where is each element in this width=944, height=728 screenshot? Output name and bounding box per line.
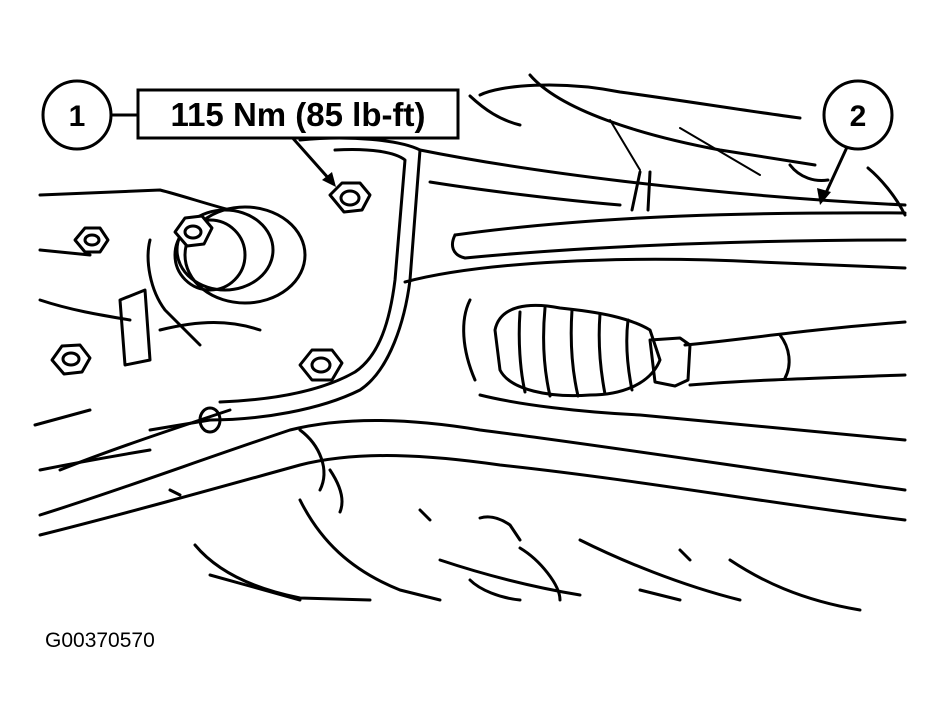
bolt-upper bbox=[328, 181, 372, 214]
bolt-left bbox=[73, 226, 110, 254]
bolt-lower-left bbox=[50, 343, 92, 376]
knuckle-bracket bbox=[148, 136, 422, 432]
spring-mount bbox=[118, 205, 307, 434]
leader-callout-1-to-bolt bbox=[288, 133, 332, 182]
vehicle-body-outline bbox=[33, 73, 907, 472]
callout-1: 1 bbox=[41, 79, 113, 151]
leader-callout-2 bbox=[823, 143, 850, 197]
callout-2-number: 2 bbox=[850, 100, 867, 133]
torque-spec-label: 115 Nm (85 lb-ft) bbox=[136, 88, 460, 140]
leader-arrowhead-1 bbox=[322, 172, 336, 187]
crossmember bbox=[193, 498, 862, 612]
torque-spec-box bbox=[136, 88, 460, 140]
bolt-lower bbox=[298, 348, 344, 382]
lower-control-arm bbox=[38, 393, 907, 542]
callout-1-number: 1 bbox=[69, 100, 86, 133]
leader-arrowhead-2 bbox=[817, 188, 831, 205]
figure-id: G00370570 bbox=[45, 629, 155, 652]
bolt-spring bbox=[173, 214, 214, 248]
leader-lines bbox=[110, 113, 850, 205]
torque-spec-text: 115 Nm (85 lb-ft) bbox=[171, 96, 426, 133]
cv-boot bbox=[462, 298, 907, 398]
callout-2-circle bbox=[822, 79, 894, 151]
callout-2: 2 bbox=[822, 79, 894, 151]
upper-control-arm bbox=[403, 148, 907, 284]
callout-1-circle bbox=[41, 79, 113, 151]
